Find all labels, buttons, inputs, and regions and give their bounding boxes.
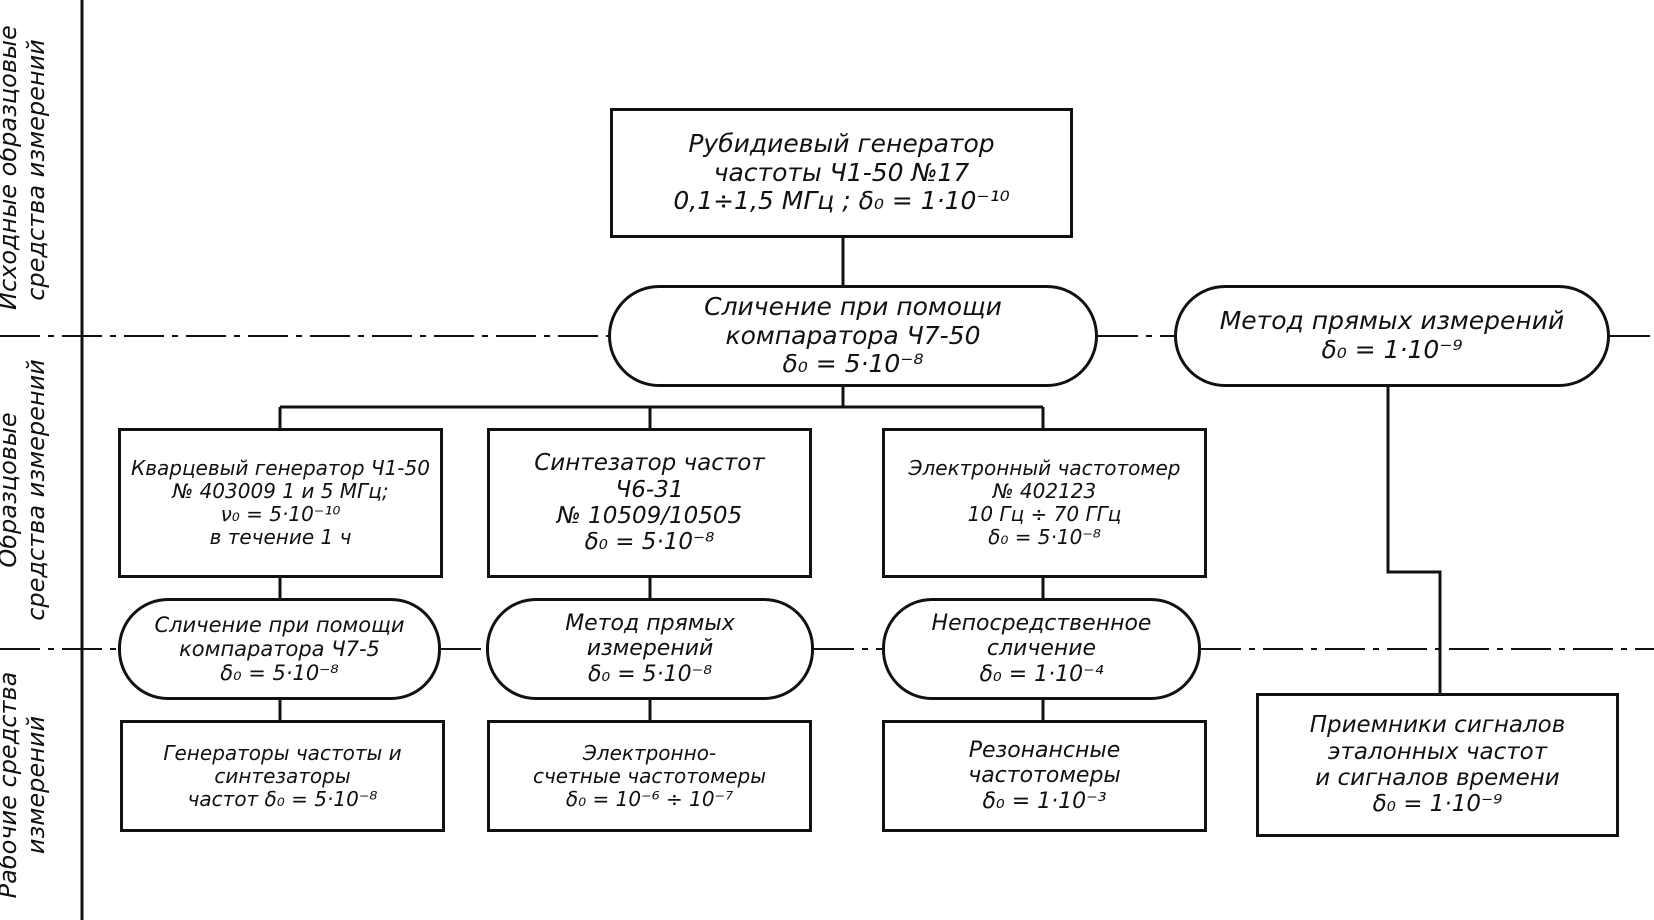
box-line: Резонансные <box>968 738 1121 764</box>
box-line: δ₀ = 1·10⁻⁴ <box>979 661 1104 687</box>
box-line: частот δ₀ = 5·10⁻⁸ <box>187 786 378 811</box>
box-line: Метод прямых измерений <box>1219 306 1565 336</box>
box-line: Метод прямых <box>565 611 735 637</box>
box-line: компаратора Ч7-50 <box>725 320 981 350</box>
direct-comparison-node: Непосредственное сличение δ₀ = 1·10⁻⁴ <box>882 598 1201 700</box>
box-line: синтезаторы <box>214 763 351 788</box>
frequency-synthesizer-box: Синтезатор частот Ч6-31 № 10509/10505 δ₀… <box>487 428 812 578</box>
box-line: счетные частотомеры <box>532 763 767 788</box>
electronic-frequency-counter-box: Электронный частотомер № 402123 10 Гц ÷ … <box>882 428 1207 578</box>
box-line: частоты Ч1-50 №17 <box>713 157 970 187</box>
side-label-standard: Образцовые средства измерений <box>0 350 55 630</box>
box-line: δ₀ = 5·10⁻⁸ <box>782 349 924 379</box>
box-line: Генераторы частоты и <box>163 740 402 765</box>
box-line: Электронный частотомер <box>908 456 1181 480</box>
box-line: измерений <box>586 636 714 662</box>
direct-measurement-method-top-node: Метод прямых измерений δ₀ = 1·10⁻⁹ <box>1174 285 1610 387</box>
box-line: 10 Гц ÷ 70 ГГц <box>967 502 1122 526</box>
box-line: δ₀ = 5·10⁻⁸ <box>584 529 715 556</box>
box-line: Синтезатор частот <box>534 450 765 477</box>
box-line: Сличение при помощи <box>704 291 1002 321</box>
box-line: Непосредственное <box>931 611 1152 637</box>
side-label-working-line2: измерений <box>21 715 50 855</box>
box-line: 0,1÷1,5 МГц ; δ₀ = 1·10⁻¹⁰ <box>673 186 1010 216</box>
comparator-ch7-50-node: Сличение при помощи компаратора Ч7-50 δ₀… <box>608 285 1098 387</box>
box-line: частотомеры <box>968 763 1121 789</box>
box-line: № 403009 1 и 5 МГц; <box>172 479 389 503</box>
electronic-counting-frequency-meters-box: Электронно- счетные частотомеры δ₀ = 10⁻… <box>487 720 812 832</box>
box-line: δ₀ = 1·10⁻⁹ <box>1321 335 1463 364</box>
box-line: Ч6-31 <box>615 476 684 503</box>
box-line: и сигналов времени <box>1315 765 1560 791</box>
side-label-working: Рабочие средства измерений <box>0 670 55 900</box>
resonant-frequency-meters-box: Резонансные частотомеры δ₀ = 1·10⁻³ <box>882 720 1207 832</box>
side-label-standard-line2: средства измерений <box>21 359 50 621</box>
box-line: δ₀ = 1·10⁻³ <box>982 788 1107 814</box>
box-line: в течение 1 ч <box>209 525 352 549</box>
box-line: сличение <box>986 636 1097 662</box>
box-line: δ₀ = 10⁻⁶ ÷ 10⁻⁷ <box>565 786 734 811</box>
box-line: δ₀ = 5·10⁻⁸ <box>220 661 339 686</box>
box-line: компаратора Ч7-5 <box>179 636 380 661</box>
box-line: Рубидиевый генератор <box>688 128 995 158</box>
side-label-reference-line2: средства измерений <box>21 39 50 301</box>
box-line: ν₀ = 5·10⁻¹⁰ <box>220 502 341 526</box>
frequency-generators-synthesizers-box: Генераторы частоты и синтезаторы частот … <box>120 720 445 832</box>
box-line: δ₀ = 5·10⁻⁸ <box>988 525 1101 549</box>
box-line: Приемники сигналов <box>1309 712 1566 739</box>
comparator-ch7-5-node: Сличение при помощи компаратора Ч7-5 δ₀ … <box>118 598 441 700</box>
box-line: δ₀ = 5·10⁻⁸ <box>587 661 713 687</box>
side-label-working-line1: Рабочие средства <box>0 671 22 899</box>
side-label-standard-line1: Образцовые <box>0 412 22 568</box>
box-line: Кварцевый генератор Ч1-50 <box>131 456 430 480</box>
side-label-reference: Исходные образцовые средства измерений <box>0 25 55 310</box>
box-line: № 402123 <box>992 479 1097 503</box>
box-line: Электронно- <box>582 740 717 765</box>
reference-signal-receivers-box: Приемники сигналов эталонных частот и си… <box>1256 693 1619 837</box>
box-line: эталонных частот <box>1327 738 1548 765</box>
direct-measurement-method-mid-node: Метод прямых измерений δ₀ = 5·10⁻⁸ <box>486 598 814 700</box>
box-line: δ₀ = 1·10⁻⁹ <box>1372 791 1503 818</box>
box-line: № 10509/10505 <box>556 503 743 529</box>
box-line: Сличение при помощи <box>154 612 405 637</box>
quartz-generator-box: Кварцевый генератор Ч1-50 № 403009 1 и 5… <box>118 428 443 578</box>
side-label-reference-line1: Исходные образцовые <box>0 25 22 310</box>
rubidium-generator-box: Рубидиевый генератор частоты Ч1-50 №17 0… <box>610 108 1073 238</box>
